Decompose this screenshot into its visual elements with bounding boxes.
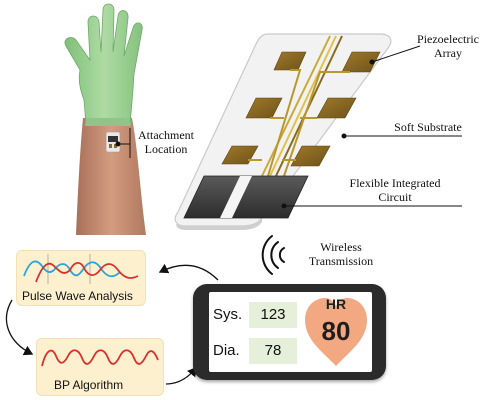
bp-algorithm-box: BP Algorithm — [36, 338, 164, 396]
pulse-wave-title: Pulse Wave Analysis — [22, 289, 133, 303]
hr-label: HR — [325, 296, 347, 312]
label-wireless: Wireless Transmission — [300, 240, 382, 268]
label-piezoelectric-line2: Array — [434, 46, 462, 60]
arm-illustration — [64, 3, 146, 235]
label-flexible-line1: Flexible Integrated — [349, 176, 441, 190]
heart-icon — [305, 298, 367, 366]
label-wireless-line1: Wireless — [320, 240, 362, 254]
pulse-wave-chart — [23, 254, 139, 284]
pulse-wave-red — [35, 262, 139, 283]
hr-value: 80 — [321, 316, 351, 346]
dia-label: Dia. — [213, 342, 240, 359]
label-piezoelectric: Piezoelectric Array — [408, 32, 488, 60]
interconnects — [248, 35, 350, 177]
dia-value: 78 — [249, 338, 297, 364]
arrow-pulse-to-bp — [5, 299, 34, 356]
label-flexible-line2: Circuit — [378, 190, 412, 204]
leader-lines — [115, 45, 462, 209]
pulse-wave-analysis-box: Pulse Wave Analysis — [16, 250, 146, 306]
sys-value: 123 — [249, 302, 297, 328]
sys-label: Sys. — [213, 306, 243, 323]
label-attachment-line2: Location — [144, 142, 188, 156]
label-wireless-line2: Transmission — [308, 254, 374, 268]
sensor-patch — [174, 33, 392, 230]
wireless-waves-icon — [261, 235, 285, 275]
label-attachment: Attachment Location — [130, 128, 202, 156]
bp-algorithm-title: BP Algorithm — [54, 378, 124, 392]
label-attachment-line1: Attachment — [138, 128, 194, 142]
integrated-circuit — [183, 175, 309, 219]
arrow-phone-to-pulse — [158, 263, 219, 281]
label-piezoelectric-line1: Piezoelectric — [417, 32, 479, 46]
label-flexible-circuit: Flexible Integrated Circuit — [330, 176, 460, 204]
smartphone: Sys. 123 Dia. 78 HR 80 — [193, 284, 386, 380]
label-soft-substrate: Soft Substrate — [394, 120, 462, 134]
bp-wave-chart — [41, 349, 159, 367]
bp-wave-red — [41, 349, 159, 367]
arrow-bp-to-phone — [165, 366, 197, 385]
phone-screen: Sys. 123 Dia. 78 HR 80 — [209, 292, 372, 372]
glove-illustration — [64, 3, 143, 125]
